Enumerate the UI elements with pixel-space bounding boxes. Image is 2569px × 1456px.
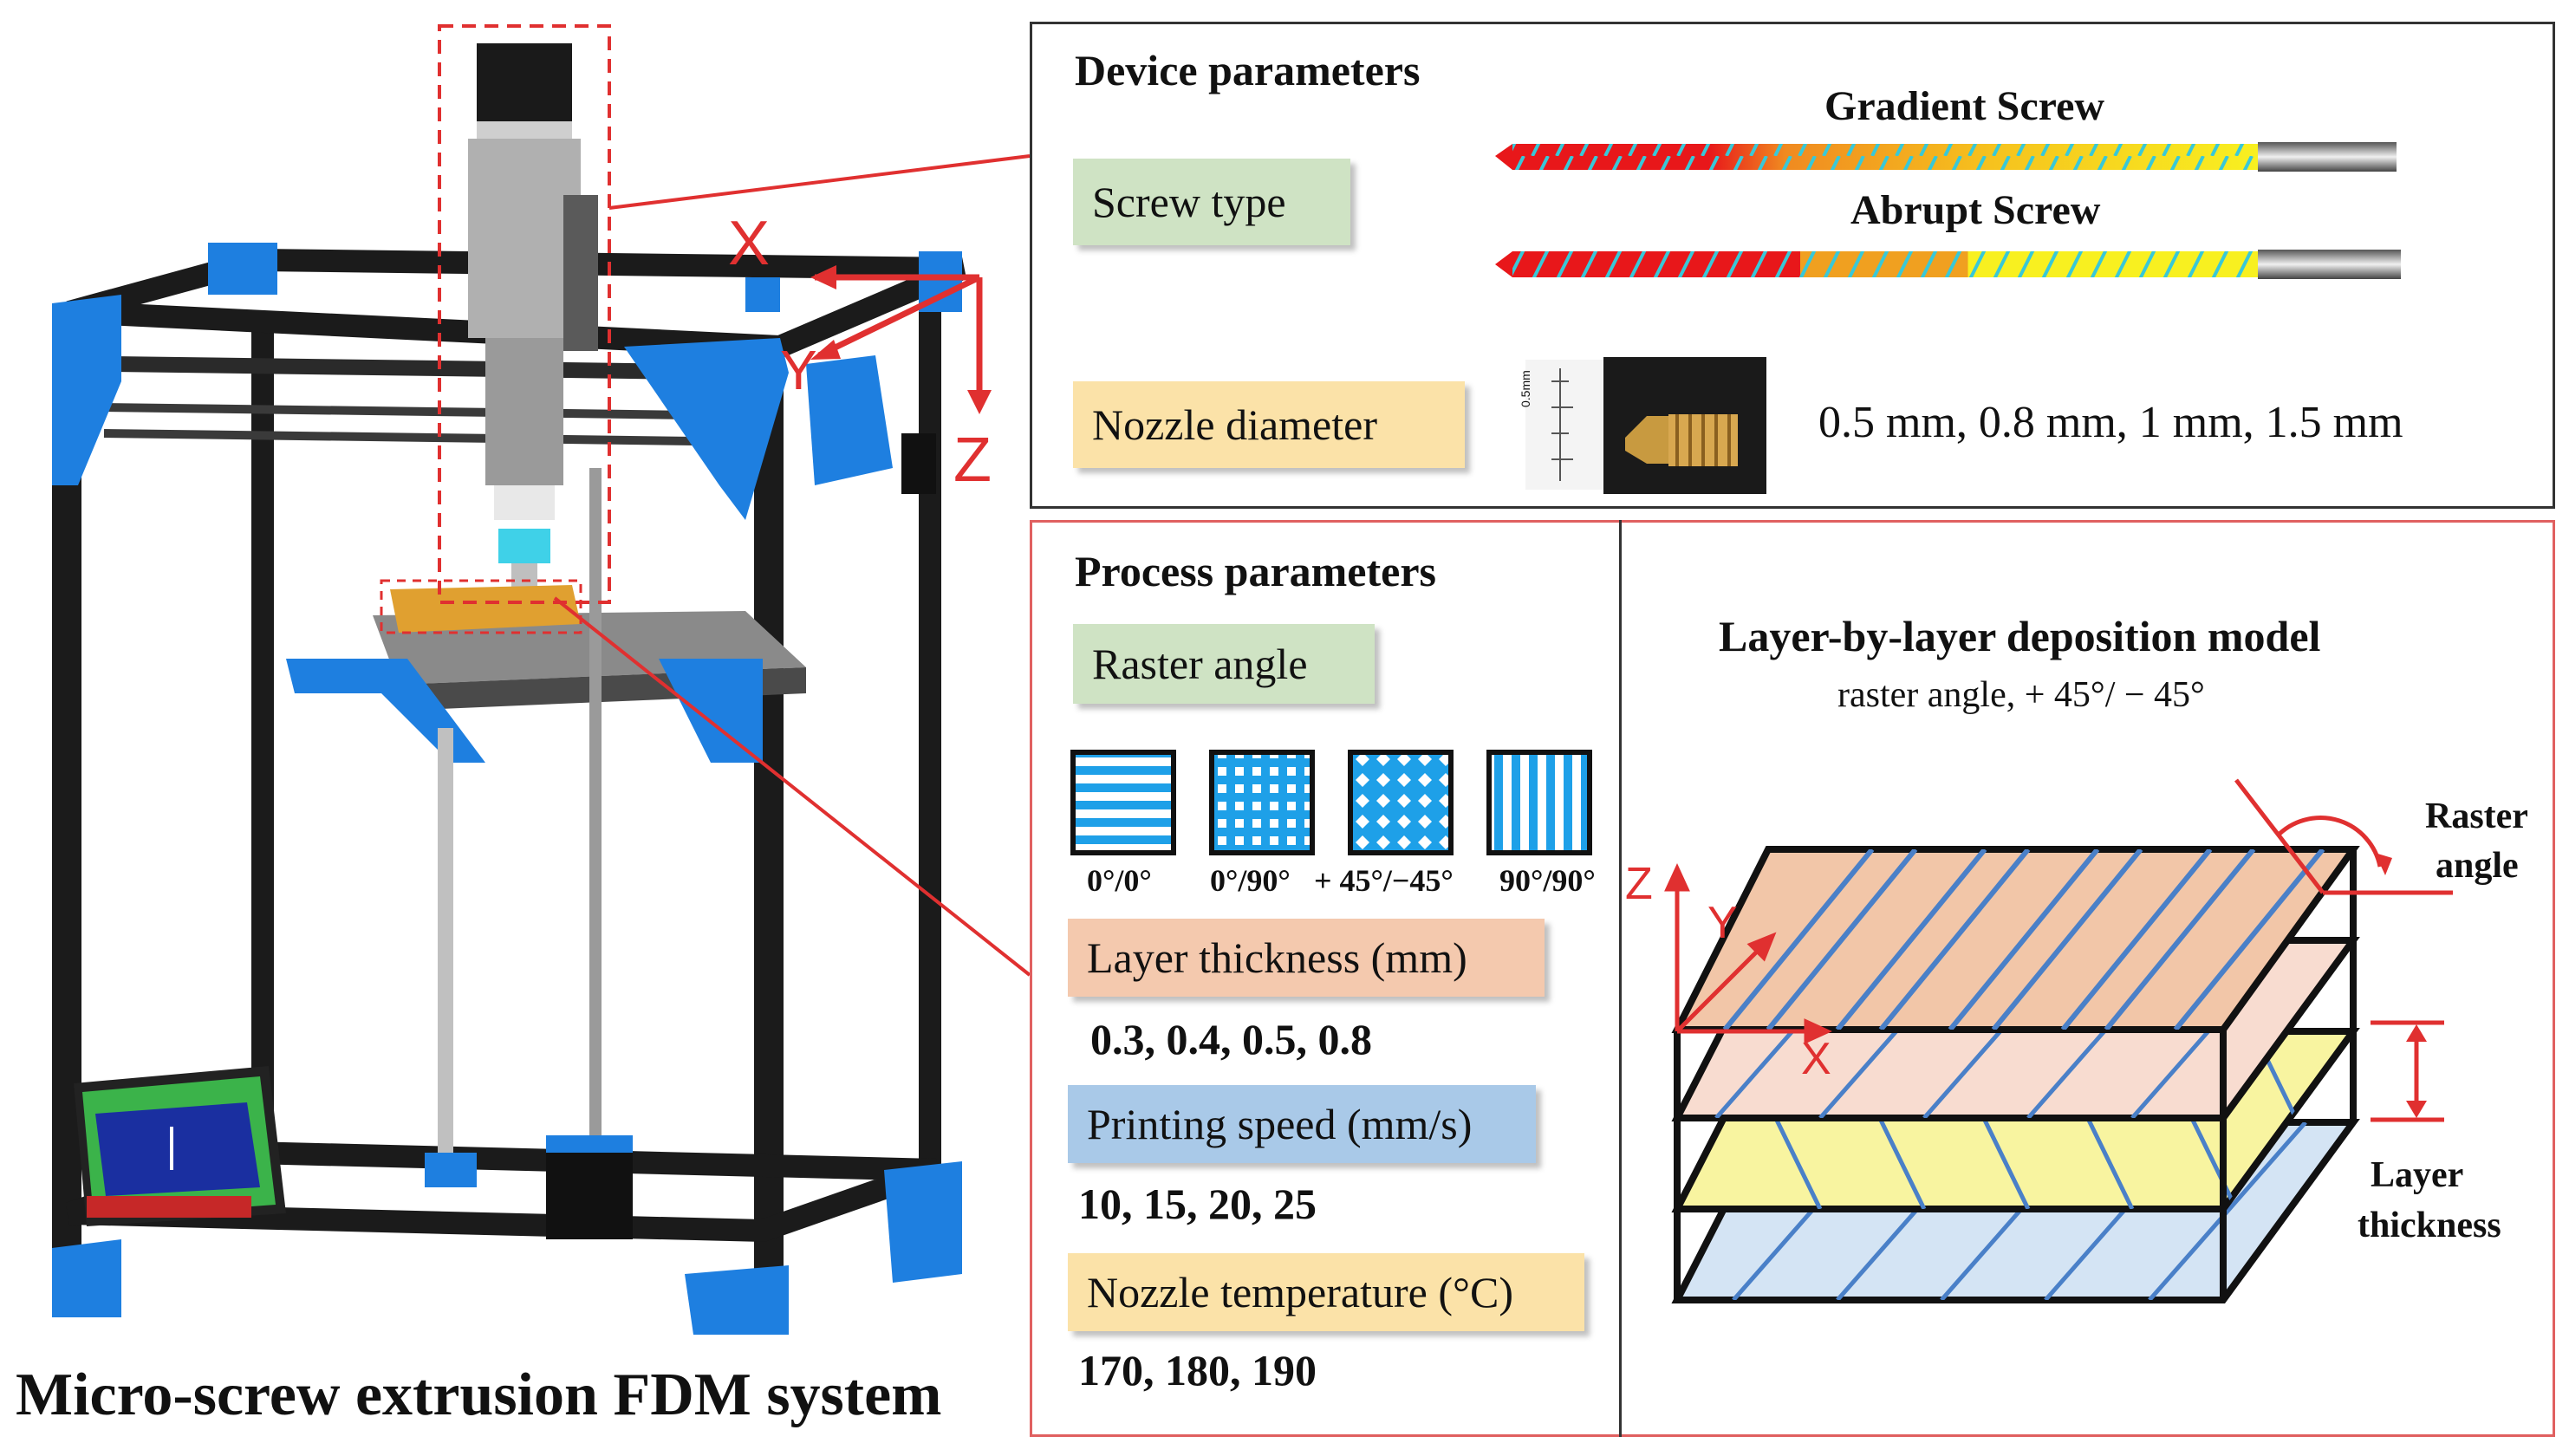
device-parameters-panel (1030, 22, 2555, 509)
nozzle-temperature-values: 170, 180, 190 (1078, 1346, 1317, 1394)
pattern-label-90-90: 90°/90° (1499, 863, 1596, 898)
nozzle-temperature-label: Nozzle temperature (°C) (1068, 1253, 1584, 1331)
printing-speed-values: 10, 15, 20, 25 (1078, 1180, 1317, 1228)
gradient-screw-title: Gradient Screw (1824, 83, 2105, 129)
layer-model-subtitle: raster angle, + 45°/ − 45° (1837, 675, 2205, 715)
abrupt-screw-title: Abrupt Screw (1850, 187, 2101, 233)
layer-thickness-annotation-line1: Layer (2371, 1155, 2464, 1195)
printing-speed-label: Printing speed (mm/s) (1068, 1085, 1536, 1163)
system-caption: Micro-screw extrusion FDM system (16, 1362, 942, 1428)
process-parameters-title: Process parameters (1075, 547, 1436, 595)
layer-thickness-label: Layer thickness (mm) (1068, 919, 1545, 997)
pattern-90-90 (1486, 750, 1592, 855)
model-axis-y-label: Y (1707, 898, 1738, 948)
screw-type-label: Screw type (1073, 159, 1350, 245)
layer-thickness-values: 0.3, 0.4, 0.5, 0.8 (1090, 1015, 1372, 1063)
raster-angle-annotation-line1: Raster (2425, 796, 2528, 836)
device-parameters-title: Device parameters (1075, 46, 1421, 94)
pattern-label-0-90: 0°/90° (1210, 863, 1291, 898)
pattern-45-45 (1348, 750, 1454, 855)
model-axis-z-label: Z (1625, 859, 1653, 909)
nozzle-diameter-values: 0.5 mm, 0.8 mm, 1 mm, 1.5 mm (1818, 398, 2403, 447)
pattern-label-0-0: 0°/0° (1087, 863, 1152, 898)
printer-axis-z-label: Z (953, 426, 992, 495)
layer-model-title: Layer-by-layer deposition model (1719, 612, 2321, 660)
layer-thickness-annotation-line2: thickness (2358, 1206, 2501, 1245)
nozzle-diameter-label: Nozzle diameter (1073, 381, 1465, 468)
printer-axis-x-label: X (728, 209, 771, 278)
process-parameters-panel (1030, 520, 2555, 1437)
pattern-label-45-45: + 45°/−45° (1314, 863, 1454, 898)
raster-angle-label: Raster angle (1073, 624, 1375, 704)
pattern-0-0 (1070, 750, 1176, 855)
raster-angle-annotation-line2: angle (2436, 846, 2519, 886)
printer-axis-y-label: Y (780, 339, 817, 401)
model-axis-x-label: X (1801, 1034, 1831, 1084)
process-panel-divider (1619, 520, 1622, 1437)
pattern-0-90 (1209, 750, 1315, 855)
